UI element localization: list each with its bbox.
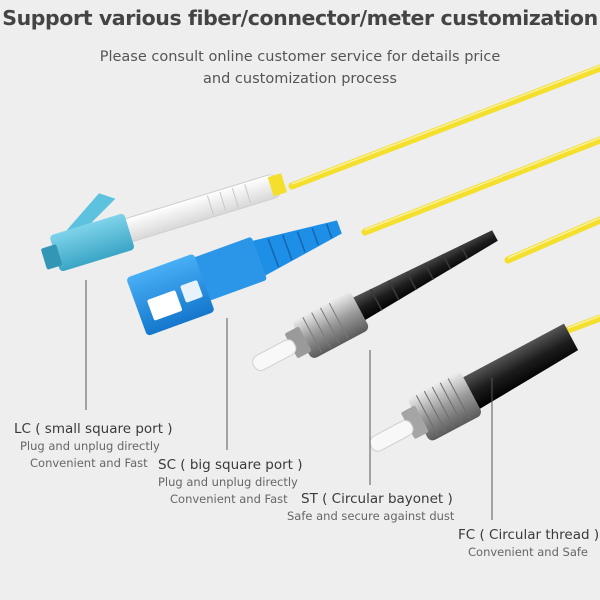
page-subtitle: Please consult online customer service f…	[0, 46, 600, 90]
fc-desc-1: Convenient and Safe	[468, 545, 589, 559]
leader-lines	[85, 280, 493, 520]
fc-name: FC ( Circular thread )	[458, 527, 600, 543]
lc-name: LC ( small square port )	[14, 421, 173, 437]
st-connector	[252, 230, 498, 372]
fc-connector	[369, 323, 579, 452]
st-label: ST ( Circular bayonet ) Safe and secure …	[287, 490, 454, 525]
sc-name: SC ( big square port )	[158, 457, 303, 473]
fiber-cables	[288, 64, 600, 334]
lc-connector	[41, 173, 287, 272]
st-name: ST ( Circular bayonet )	[301, 491, 453, 507]
page-title: Support various fiber/connector/meter cu…	[2, 6, 598, 30]
st-desc-1: Safe and secure against dust	[287, 509, 455, 523]
subtitle-line-2: and customization process	[203, 71, 397, 87]
sc-desc-1: Plug and unplug directly	[158, 475, 298, 489]
fc-label: FC ( Circular thread ) Convenient and Sa…	[458, 526, 599, 561]
subtitle-line-1: Please consult online customer service f…	[99, 49, 501, 65]
sc-connector	[127, 220, 342, 336]
lc-desc-1: Plug and unplug directly	[20, 439, 160, 453]
sc-desc-2: Convenient and Fast	[170, 492, 288, 506]
lc-label: LC ( small square port ) Plug and unplug…	[14, 420, 173, 472]
lc-desc-2: Convenient and Fast	[30, 456, 148, 470]
sc-label: SC ( big square port ) Plug and unplug d…	[158, 456, 303, 508]
